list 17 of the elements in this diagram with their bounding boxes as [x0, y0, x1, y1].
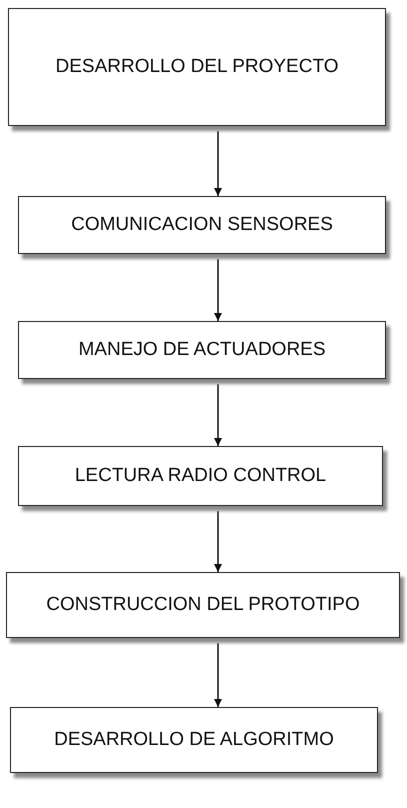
arrow [214, 643, 222, 707]
process-box [6, 572, 400, 638]
step-label: COMUNICACION SENSORES [71, 214, 333, 236]
process-box [18, 196, 386, 254]
process-box [18, 446, 383, 506]
step-label: DESARROLLO DE ALGORITMO [54, 729, 334, 751]
arrow [214, 131, 222, 196]
process-box [8, 8, 386, 126]
arrow [214, 259, 222, 321]
step-label: DESARROLLO DEL PROYECTO [56, 56, 338, 78]
step-label: MANEJO DE ACTUADORES [78, 339, 326, 361]
step-label: CONSTRUCCION DEL PROTOTIPO [46, 594, 360, 616]
process-box [18, 321, 386, 379]
step-label: LECTURA RADIO CONTROL [74, 465, 326, 487]
arrow [214, 511, 222, 572]
arrow [214, 384, 222, 446]
process-box [10, 707, 378, 773]
